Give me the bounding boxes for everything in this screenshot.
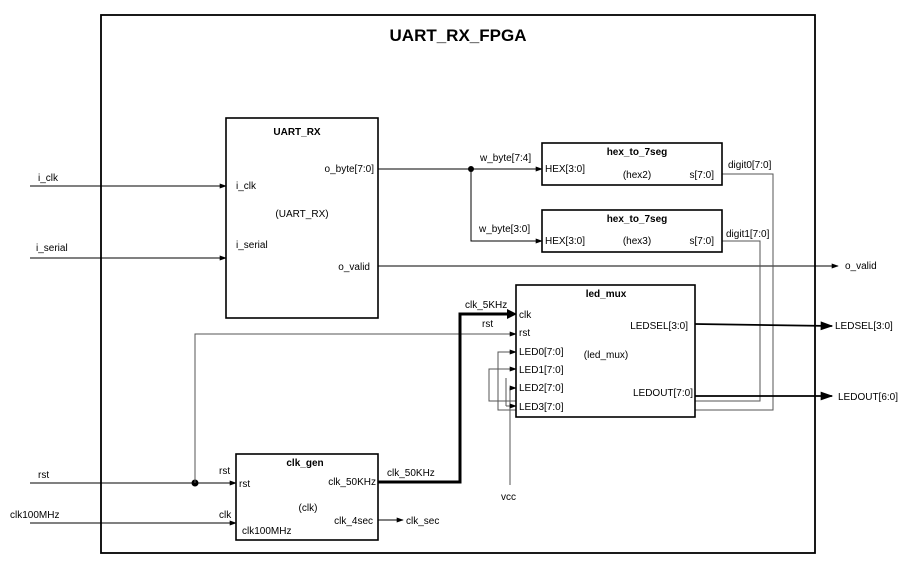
hex2-port-hex: HEX[3:0] — [545, 164, 585, 175]
clk-gen-port-clk-50khz: clk_50KHz — [328, 477, 376, 488]
uart-rx-block: UART_RX i_clk i_serial o_byte[7:0] o_val… — [225, 117, 379, 319]
led-mux-port-led0: LED0[7:0] — [519, 347, 564, 358]
net-label-digit0: digit0[7:0] — [728, 160, 772, 171]
uart-rx-port-i-clk: i_clk — [236, 181, 257, 192]
uart-rx-port-i-serial: i_serial — [236, 240, 268, 251]
wire-ledsel — [694, 321, 834, 331]
input-label-clk100mhz: clk100MHz — [10, 510, 59, 521]
output-label-ledsel: LEDSEL[3:0] — [835, 321, 893, 332]
clk-gen-block: clk_gen rst clk100MHz clk_50KHz clk_4sec… — [235, 453, 379, 541]
clk-gen-title: clk_gen — [286, 458, 323, 469]
uart-rx-instance: (UART_RX) — [275, 209, 328, 220]
hex3-instance: (hex3) — [623, 236, 651, 247]
hex2-instance: (hex2) — [623, 170, 651, 181]
clk-arrowhead — [507, 309, 517, 319]
clk-gen-port-clk100mhz: clk100MHz — [242, 526, 291, 537]
clk-gen-port-rst: rst — [239, 479, 250, 490]
led-mux-instance: (led_mux) — [584, 350, 628, 361]
led-mux-title: led_mux — [586, 289, 627, 300]
hex3-title: hex_to_7seg — [607, 214, 668, 225]
net-label-w-byte-hi: w_byte[7:4] — [479, 153, 531, 164]
hex3-block: hex_to_7seg HEX[3:0] (hex3) s[7:0] — [541, 209, 723, 253]
wire-vcc-led2 — [509, 385, 517, 485]
input-label-i-serial: i_serial — [36, 243, 68, 254]
output-label-ledout: LEDOUT[6:0] — [838, 392, 898, 403]
net-label-digit1: digit1[7:0] — [726, 229, 770, 240]
uart-rx-port-o-byte: o_byte[7:0] — [325, 164, 375, 175]
net-label-rst-gen: rst — [219, 466, 230, 477]
led-mux-port-led1: LED1[7:0] — [519, 365, 564, 376]
uart-rx-title: UART_RX — [273, 127, 321, 138]
hex2-title: hex_to_7seg — [607, 147, 668, 158]
led-mux-port-ledsel: LEDSEL[3:0] — [630, 321, 688, 332]
input-label-rst: rst — [38, 470, 49, 481]
clk-gen-instance: (clk) — [299, 503, 318, 514]
output-label-o-valid: o_valid — [845, 261, 877, 272]
input-label-i-clk: i_clk — [38, 173, 59, 184]
diagram-title: UART_RX_FPGA — [390, 26, 527, 45]
net-label-clk-gen: clk — [219, 510, 232, 521]
wire-rst-to-led-mux — [194, 331, 517, 483]
hex2-block: hex_to_7seg HEX[3:0] (hex2) s[7:0] — [541, 142, 723, 186]
hex2-port-s: s[7:0] — [690, 170, 715, 181]
net-label-vcc: vcc — [501, 492, 516, 503]
led-mux-port-rst: rst — [519, 328, 530, 339]
wire-w-byte-lo — [470, 169, 543, 244]
top-module-boundary — [100, 14, 816, 554]
led-mux-block: led_mux clk rst LED0[7:0] LED1[7:0] LED2… — [515, 284, 696, 418]
led-mux-port-clk: clk — [519, 310, 532, 321]
led-mux-port-led3: LED3[7:0] — [519, 402, 564, 413]
output-label-clk-sec: clk_sec — [406, 516, 439, 527]
clk-gen-port-clk-4sec: clk_4sec — [334, 516, 373, 527]
net-label-clk-50khz: clk_50KHz — [387, 468, 435, 479]
hex3-port-s: s[7:0] — [690, 236, 715, 247]
led-mux-port-ledout: LEDOUT[7:0] — [633, 388, 693, 399]
uart-rx-port-o-valid: o_valid — [338, 262, 370, 273]
net-label-w-byte-lo: w_byte[3:0] — [478, 224, 530, 235]
net-label-rst-mux: rst — [482, 319, 493, 330]
hex3-port-hex: HEX[3:0] — [545, 236, 585, 247]
led-mux-port-led2: LED2[7:0] — [519, 383, 564, 394]
net-label-clk-5khz: clk_5KHz — [465, 300, 507, 311]
wire-clk-50khz — [378, 312, 509, 484]
